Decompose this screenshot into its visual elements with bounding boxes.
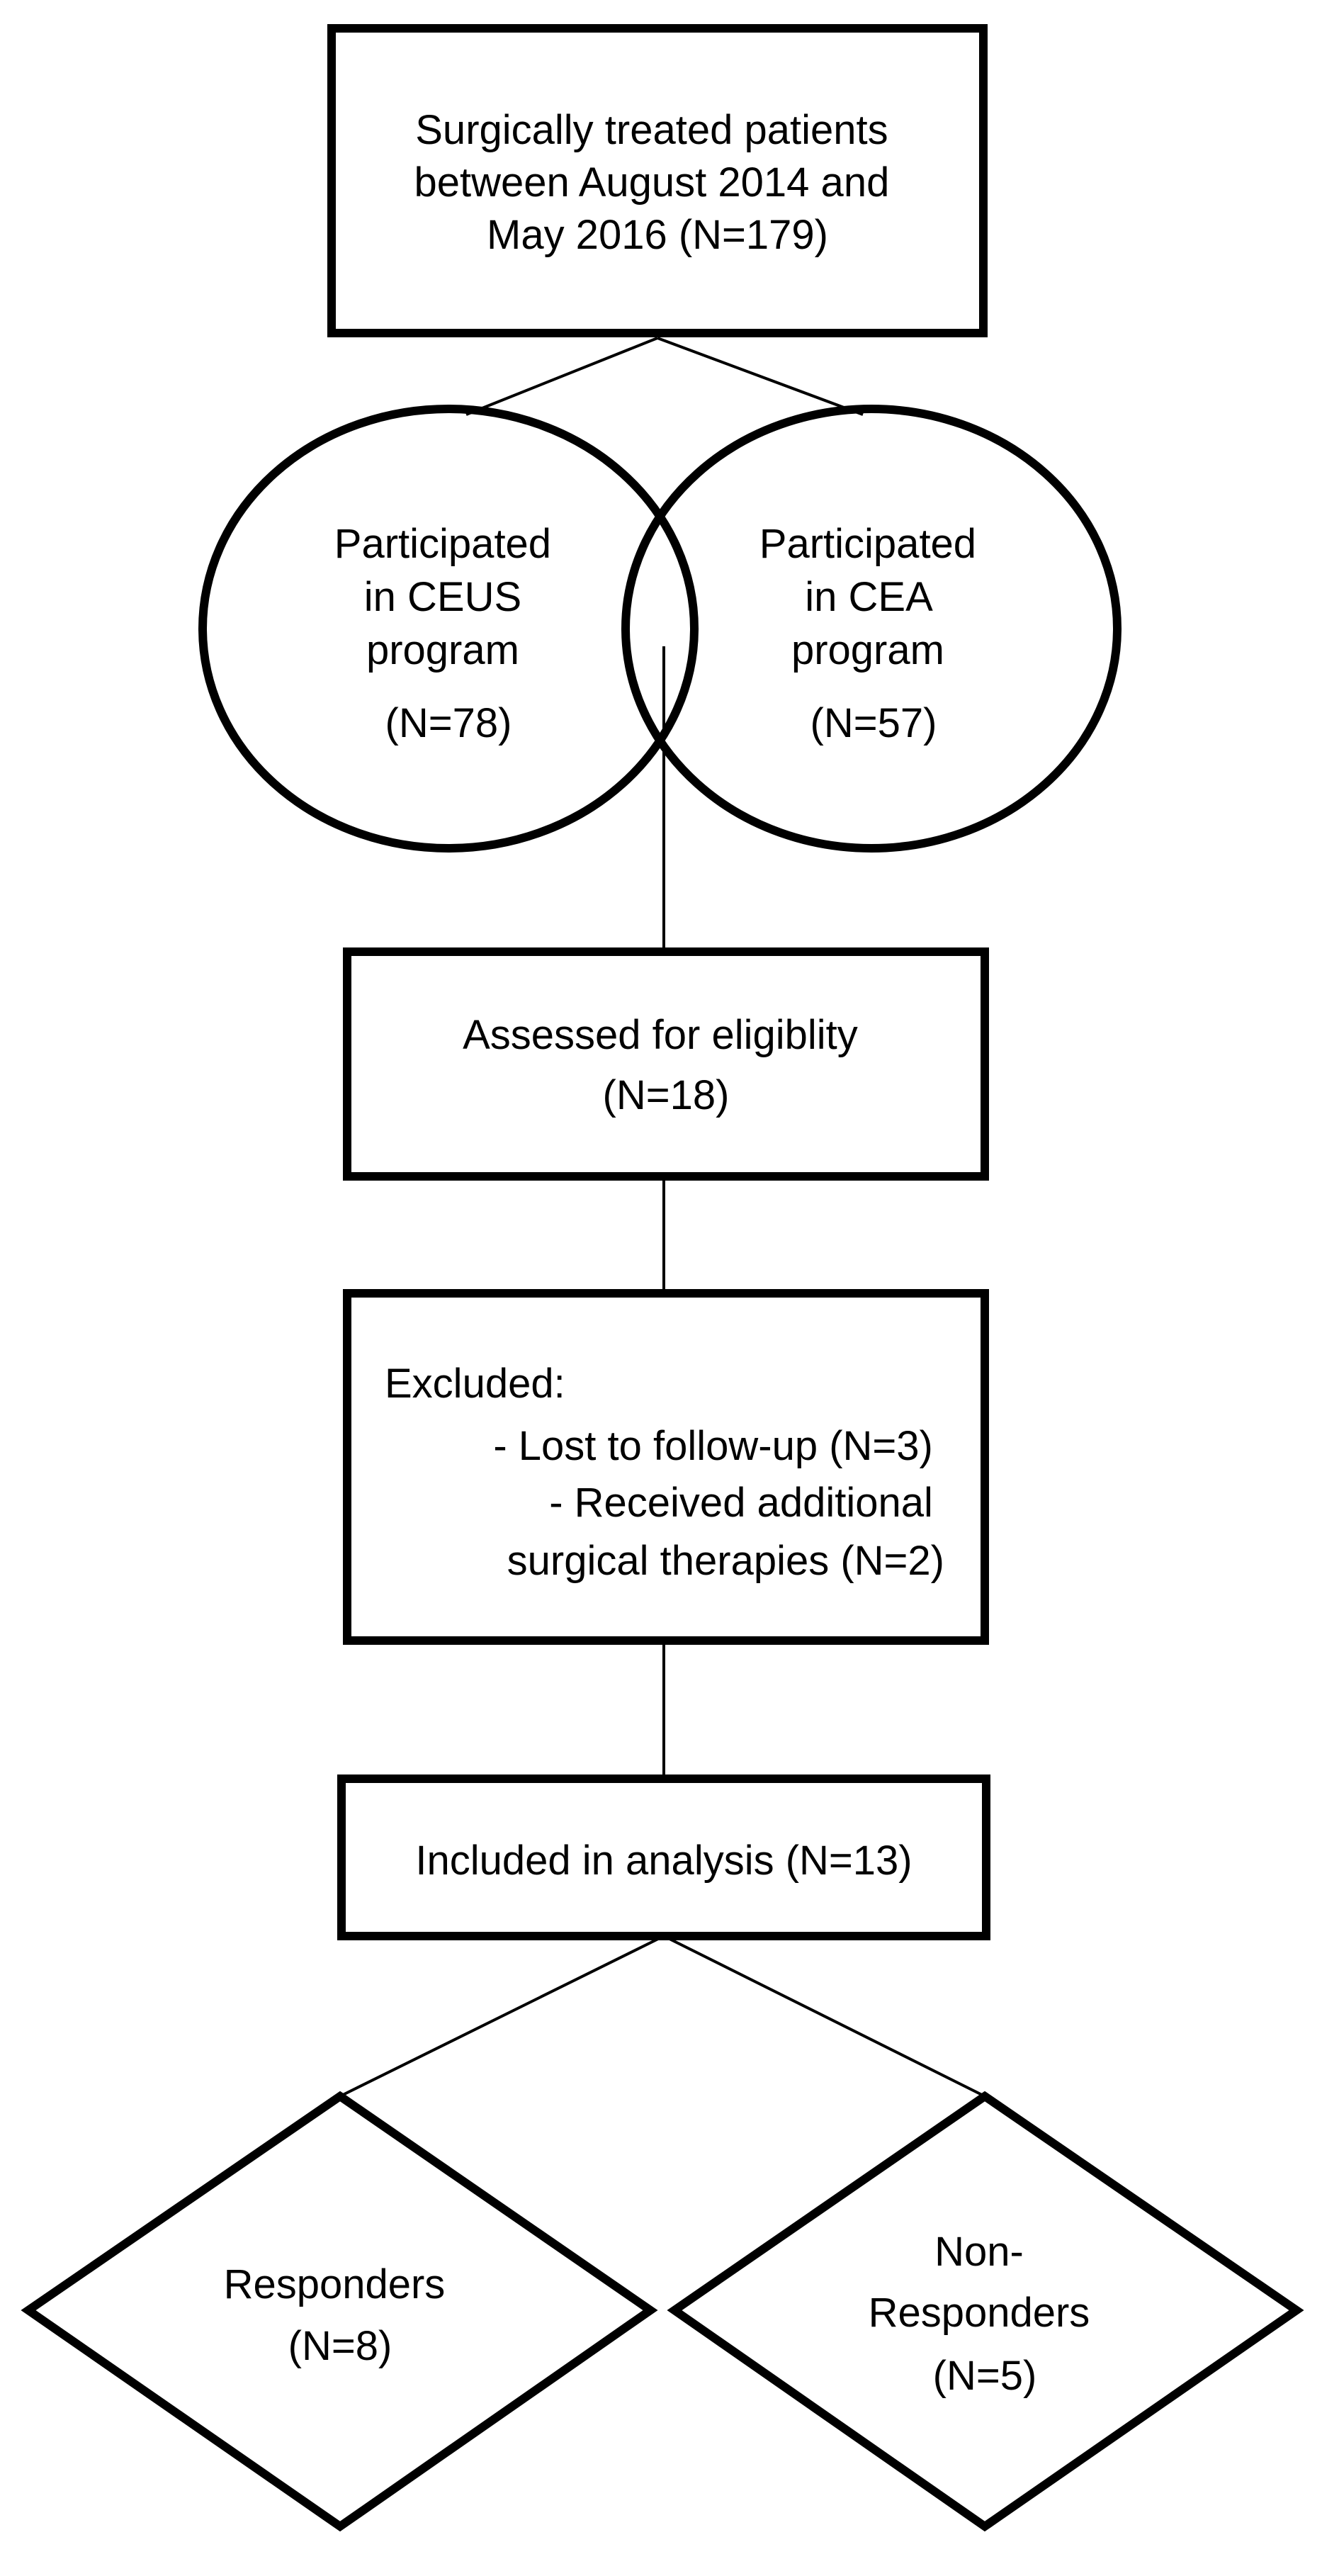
responders-diamond	[21, 2091, 658, 2532]
analysis-box	[337, 1774, 990, 1940]
excluded-box-heading: Excluded:	[385, 1361, 565, 1407]
non-responders-diamond	[667, 2091, 1304, 2532]
excluded-box-reasons: - Lost to follow-up (N=3) - Received add…	[493, 1423, 944, 1584]
top-box-label: Surgically treated patients between Augu…	[414, 107, 901, 258]
cea-circle-label: Participated in CEA program (N=57)	[759, 521, 988, 746]
connector-top-to-ceus	[465, 337, 658, 416]
connector-analysis-to-responders	[339, 1935, 665, 2098]
responders-label: Responders (N=8)	[224, 2261, 457, 2369]
non-responders-label: Non- Responders (N=5)	[869, 2229, 1102, 2399]
connector-analysis-to-non-responders	[663, 1935, 985, 2098]
cea-circle	[621, 405, 1122, 853]
eligibility-box	[343, 947, 989, 1181]
top-box	[327, 24, 988, 337]
ceus-circle-label: Participated in CEUS program (N=78)	[334, 521, 563, 746]
excluded-box	[343, 1289, 989, 1645]
connector-top-to-cea	[657, 337, 864, 416]
eligibility-box-label: Assessed for eligiblity (N=18)	[463, 1012, 869, 1118]
ceus-circle	[198, 405, 699, 853]
analysis-box-label: Included in analysis (N=13)	[415, 1838, 912, 1884]
